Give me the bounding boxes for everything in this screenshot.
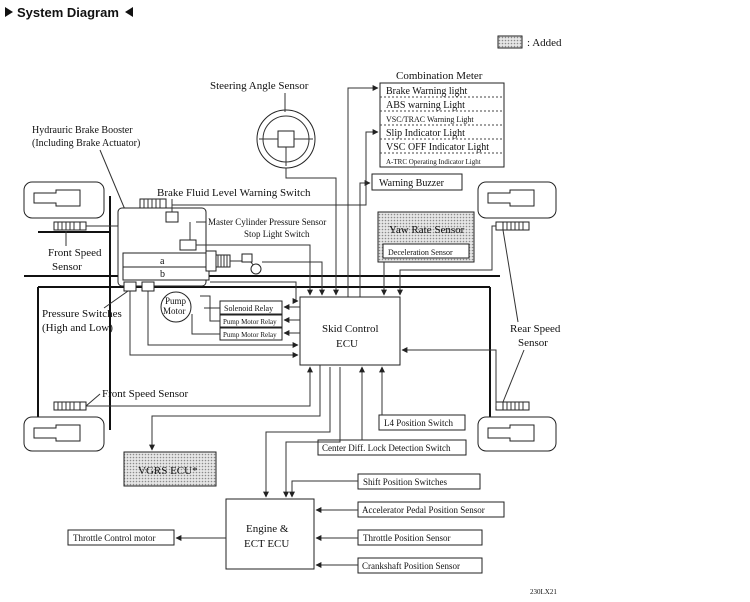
rear-speed-sensor-label: Rear Speed	[510, 323, 561, 335]
stop-light-switch-icon	[230, 253, 262, 275]
meter-item: A-TRC Operating Indicator Light	[386, 158, 481, 166]
combination-meter: Brake Warning light ABS warning Light VS…	[379, 82, 505, 168]
meter-item: Brake Warning light	[386, 86, 467, 97]
throttle-position-sensor-label: Throttle Position Sensor	[363, 533, 451, 543]
speed-sensor-rear-left	[53, 401, 87, 411]
throttle-control-motor-label: Throttle Control motor	[73, 533, 156, 543]
speed-sensor-rear-right	[495, 401, 530, 411]
center-diff-switch-box: Center Diff. Lock Detection Switch	[317, 439, 467, 456]
pressure-switches-label: Pressure Switches	[42, 308, 122, 320]
wiring	[86, 85, 497, 568]
legend-label: : Added	[527, 37, 562, 49]
meter-item: VSC OFF Indicator Light	[386, 142, 489, 153]
vehicle-frame	[24, 196, 500, 430]
crankshaft-position-sensor-label: Crankshaft Position Sensor	[362, 561, 460, 571]
solenoid-relay-box: Solenoid Relay	[219, 300, 283, 315]
meter-item: VSC/TRAC Warning Light	[386, 115, 474, 124]
leader-line	[99, 149, 127, 213]
shift-position-switches-label: Shift Position Switches	[363, 477, 448, 487]
warning-buzzer-label: Warning Buzzer	[379, 178, 445, 189]
meter-item: Slip Indicator Light	[386, 128, 465, 139]
center-diff-switch-label: Center Diff. Lock Detection Switch	[322, 443, 451, 453]
skid-control-ecu-label: Skid Control	[322, 323, 379, 335]
title-arrow-right-icon	[5, 7, 13, 17]
accelerator-pedal-sensor-box: Accelerator Pedal Position Sensor	[357, 501, 505, 518]
combination-meter-title: Combination Meter	[396, 70, 483, 82]
l4-position-switch-box: L4 Position Switch	[378, 414, 466, 431]
engine-ect-ecu-box: Engine & ECT ECU	[225, 498, 315, 570]
skid-control-ecu-box: Skid Control ECU	[299, 296, 401, 366]
chamber-a-label: a	[160, 256, 165, 267]
l4-position-switch-label: L4 Position Switch	[384, 418, 454, 428]
pump-motor-label: Pump	[165, 296, 187, 306]
throttle-control-motor-box: Throttle Control motor	[67, 529, 175, 546]
speed-sensor-front-right	[495, 221, 530, 231]
brake-booster-unit: a b	[117, 198, 231, 292]
vgrs-ecu-box: VGRS ECU*	[123, 451, 217, 487]
throttle-position-sensor-box: Throttle Position Sensor	[357, 529, 483, 546]
front-speed-sensor-left-label: Front Speed	[48, 247, 102, 259]
wheel-front-left	[23, 181, 105, 219]
brake-booster-label: Hydrauric Brake Booster	[32, 125, 133, 136]
legend: : Added	[497, 35, 562, 49]
engine-ecu-label-sub: ECT ECU	[244, 538, 289, 550]
accelerator-pedal-sensor-label: Accelerator Pedal Position Sensor	[362, 505, 485, 515]
brake-booster-label-sub: (Including Brake Actuator)	[32, 138, 140, 149]
warning-buzzer-box: Warning Buzzer	[371, 173, 463, 191]
page-title-text: System Diagram	[17, 5, 119, 20]
meter-item: ABS warning Light	[386, 100, 465, 111]
yaw-rate-sensor-box: Yaw Rate Sensor Deceleration Sensor	[377, 211, 475, 263]
pump-motor-label-sub: Motor	[163, 306, 186, 316]
legend-swatch	[497, 35, 523, 49]
front-speed-sensor-bottom-label: Front Speed Sensor	[102, 388, 189, 400]
steering-angle-sensor-label: Steering Angle Sensor	[210, 80, 309, 92]
steering-wheel-icon	[256, 109, 316, 169]
vgrs-ecu-label: VGRS ECU*	[138, 465, 198, 477]
pump-motor-relay-2-box: Pump Motor Relay	[219, 327, 283, 341]
page-title: System Diagram	[5, 5, 133, 20]
stop-light-switch-label: Stop Light Switch	[244, 229, 310, 239]
figure-code: 230LX21	[530, 588, 557, 596]
pump-motor-relay-label: Pump Motor Relay	[223, 318, 277, 326]
crankshaft-position-sensor-box: Crankshaft Position Sensor	[357, 557, 483, 574]
pump-motor-relay-label: Pump Motor Relay	[223, 331, 277, 339]
solenoid-relay-label: Solenoid Relay	[224, 304, 273, 313]
rear-speed-sensor-label-sub: Sensor	[518, 337, 548, 349]
brake-fluid-switch-label: Brake Fluid Level Warning Switch	[157, 187, 311, 199]
skid-control-ecu-label-sub: ECU	[336, 338, 358, 350]
pump-motor-relay-1-box: Pump Motor Relay	[219, 314, 283, 328]
chamber-b-label: b	[160, 269, 165, 280]
engine-ecu-label: Engine &	[246, 523, 289, 535]
yaw-rate-sensor-label: Yaw Rate Sensor	[389, 224, 465, 236]
speed-sensor-front-left	[53, 221, 87, 231]
wheel-rear-right	[477, 416, 557, 452]
shift-position-switches-box: Shift Position Switches	[357, 473, 481, 490]
wheel-front-right	[477, 181, 557, 219]
deceleration-sensor-label: Deceleration Sensor	[388, 248, 453, 257]
pressure-switches-label-sub: (High and Low)	[42, 322, 113, 334]
pump-motor: Pump Motor	[160, 291, 192, 323]
front-speed-sensor-left-label-sub: Sensor	[52, 261, 82, 273]
title-arrow-left-icon	[125, 7, 133, 17]
master-cylinder-sensor-label: Master Cylinder Pressure Sensor	[208, 217, 326, 227]
wheel-rear-left	[23, 416, 105, 452]
